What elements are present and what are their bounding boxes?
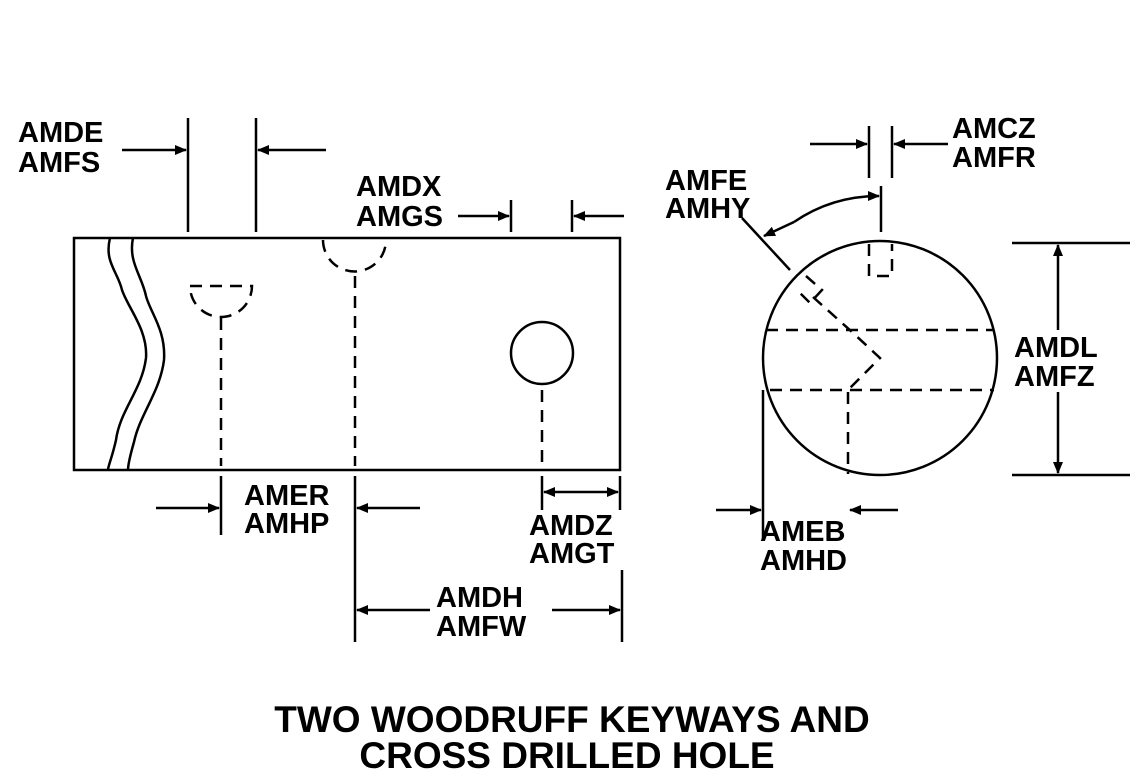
amfe-angle-arc bbox=[793, 191, 880, 224]
dimension-labels: AMDE AMFS AMDX AMGS AMER AMHP AMDZ AMGT … bbox=[18, 113, 1098, 643]
angled-keyway bbox=[795, 275, 824, 305]
label-amgs: AMGS bbox=[356, 201, 443, 233]
label-amer: AMER bbox=[244, 480, 329, 512]
label-amfe: AMFE bbox=[665, 165, 747, 197]
part-outline bbox=[72, 236, 622, 472]
label-amcz: AMCZ bbox=[952, 113, 1036, 145]
label-amgt: AMGT bbox=[529, 538, 615, 570]
amfe-leader bbox=[741, 217, 791, 271]
title-line-2: CROSS DRILLED HOLE bbox=[359, 735, 774, 776]
label-amde: AMDE bbox=[18, 117, 103, 149]
label-amdx: AMDX bbox=[356, 171, 442, 203]
shaft-end-circle bbox=[761, 239, 999, 477]
label-ameb: AMEB bbox=[760, 516, 845, 548]
cross-drilled-hole bbox=[509, 320, 575, 386]
drawing-title: TWO WOODRUFF KEYWAYS AND CROSS DRILLED H… bbox=[274, 699, 869, 776]
amfe-angle-arc-start bbox=[763, 220, 795, 238]
label-amfw: AMFW bbox=[436, 611, 527, 643]
label-amfs: AMFS bbox=[18, 147, 100, 179]
end-keyway bbox=[867, 244, 894, 278]
end-view bbox=[716, 126, 1130, 540]
label-amhy: AMHY bbox=[665, 193, 750, 225]
break-line bbox=[126, 237, 166, 471]
label-amdl: AMDL bbox=[1014, 332, 1098, 364]
label-amfr: AMFR bbox=[952, 142, 1036, 174]
woodruff-keyway-2 bbox=[321, 239, 388, 273]
drill-point bbox=[812, 296, 882, 391]
side-view bbox=[72, 118, 624, 642]
label-amhd: AMHD bbox=[760, 545, 847, 577]
label-amfz: AMFZ bbox=[1014, 361, 1095, 393]
label-amdh: AMDH bbox=[436, 582, 523, 614]
woodruff-keyway-1 bbox=[188, 284, 254, 319]
label-amdz: AMDZ bbox=[529, 510, 613, 542]
label-amhp: AMHP bbox=[244, 508, 329, 540]
title-line-1: TWO WOODRUFF KEYWAYS AND bbox=[274, 699, 869, 740]
